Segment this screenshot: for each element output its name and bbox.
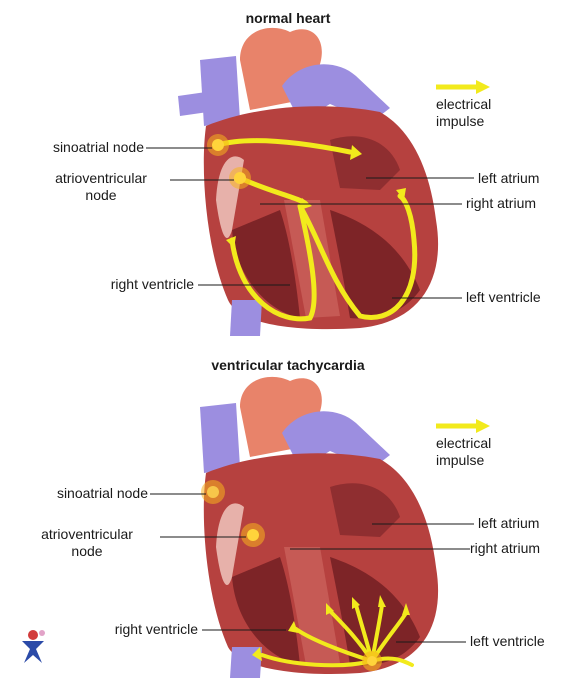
label-left-ventricle: left ventricle [470, 633, 545, 650]
label-sinoatrial-node: sinoatrial node [0, 139, 144, 156]
sa-node [207, 486, 219, 498]
label-left-atrium: left atrium [478, 515, 539, 532]
superior-vena-cava [200, 403, 240, 473]
ventricular-tachycardia-panel: ventricular tachycardia [0, 339, 576, 678]
superior-vena-cava [200, 56, 240, 126]
label-right-ventricle: right ventricle [0, 276, 194, 293]
av-node [234, 172, 246, 184]
label-right-atrium: right atrium [466, 195, 536, 212]
label-left-ventricle: left ventricle [466, 289, 541, 306]
publisher-logo-icon [16, 627, 50, 667]
label-right-atrium: right atrium [470, 540, 540, 557]
normal-heart-panel: normal heart [0, 0, 576, 339]
label-left-atrium: left atrium [478, 170, 539, 187]
label-sinoatrial-node: sinoatrial node [0, 485, 148, 502]
inferior-vena-cava [230, 300, 262, 336]
av-node [247, 529, 259, 541]
legend-arrow-icon [436, 80, 490, 94]
legend-arrow-icon [436, 419, 490, 433]
sa-node [212, 139, 224, 151]
ectopic-focus [367, 656, 377, 666]
vena-cava-branch [178, 92, 208, 116]
